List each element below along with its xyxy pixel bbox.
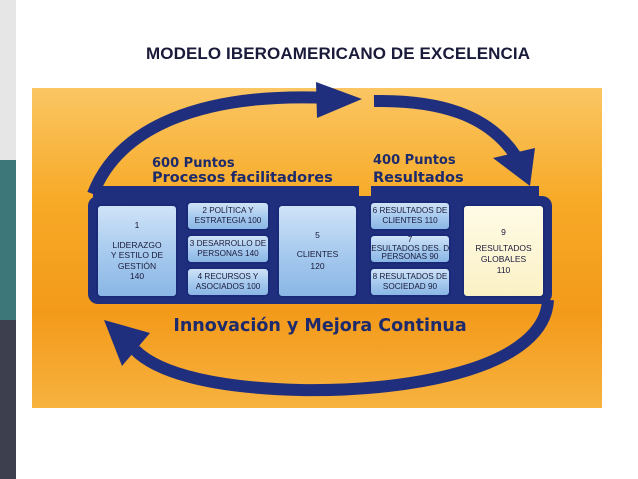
bottom-cycle-arrow [130, 299, 554, 397]
bottom-arrow-head [104, 320, 150, 366]
facilitators-title: Procesos facilitadores [152, 170, 333, 186]
criterion-number: 9 [501, 226, 506, 237]
side-bar-bottom [0, 320, 16, 479]
criterion-label-line: GESTIÓN [117, 260, 157, 271]
top-cycle-arrow-right [373, 94, 520, 159]
criterion-label-line: LIDERAZGO [112, 239, 162, 250]
criterion-number: 7 [407, 235, 413, 245]
criterion-box-people-results: 7 RESULTADOS DES. DE PERSONAS 90 [369, 234, 451, 264]
top-arrow-head-2 [493, 148, 535, 186]
results-title: Resultados [373, 170, 464, 186]
criterion-box-society-results: 8 RESULTADOS DE SOCIEDAD 90 [369, 267, 451, 297]
criterion-label-line: GLOBALES [480, 254, 527, 264]
criterion-number: 1 [134, 219, 140, 230]
slide-title: MODELO IBEROAMERICANO DE EXCELENCIA [146, 44, 531, 63]
criterion-box-client-results: 6 RESULTADOS DE CLIENTES 110 [369, 201, 451, 231]
criterion-label-line: PERSONAS 90 [381, 252, 439, 262]
criterion-label-line: 6 RESULTADOS DE [372, 206, 448, 216]
criterion-points: 110 [496, 264, 511, 275]
criterion-label-line: 8 RESULTADOS DE [372, 272, 448, 282]
side-bar-middle [0, 160, 16, 320]
criterion-label-line: RESULTADOS [475, 243, 532, 254]
top-cycle-arrow [87, 91, 331, 197]
criterion-label-line: SOCIEDAD 90 [382, 282, 438, 291]
criterion-box-resources: 4 RECURSOS Y ASOCIADOS 100 [186, 267, 270, 297]
criterion-points: 120 [310, 261, 325, 272]
criterion-box-policy: 2 POLÍTICA Y ESTRATEGIA 100 [186, 201, 270, 231]
facilitators-points: 600 Puntos [152, 156, 235, 171]
criterion-box-leadership: 1 LIDERAZGO Y ESTILO DE GESTIÓN 140 [96, 204, 178, 298]
criterion-label-line: RESULTADOS DES. DE [369, 243, 451, 253]
criterion-box-global-results: 9 RESULTADOS GLOBALES 110 [462, 204, 545, 298]
criterion-label-line: PERSONAS 140 [197, 249, 259, 258]
criterion-label-line: 2 POLÍTICA Y [202, 206, 254, 216]
results-bar [371, 186, 539, 197]
criterion-label-line: CLIENTES 110 [382, 216, 438, 225]
top-arrow-head-1 [316, 82, 362, 118]
criterion-label-line: Y ESTILO DE [110, 250, 164, 261]
facilitators-bar [93, 186, 359, 197]
criterion-number: 5 [315, 230, 320, 241]
side-bar-top [0, 0, 16, 160]
improvement-label: Innovación y Mejora Continua [173, 316, 467, 336]
results-points: 400 Puntos [373, 153, 456, 168]
criterion-label-line: CLIENTES [296, 248, 339, 259]
criterion-label-line: ASOCIADOS 100 [195, 282, 261, 291]
criterion-label-line: 4 RECURSOS Y [197, 272, 259, 282]
criterion-label-line: ESTRATEGIA 100 [194, 216, 262, 225]
criterion-box-people: 3 DESARROLLO DE PERSONAS 140 [186, 234, 270, 264]
criterion-points: 140 [129, 271, 145, 282]
criterion-box-clients: 5 CLIENTES 120 [277, 204, 358, 298]
criterion-label-line: 3 DESARROLLO DE [189, 239, 267, 249]
